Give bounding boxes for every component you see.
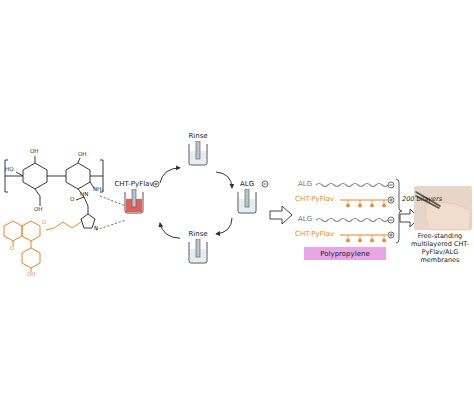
membrane-photo: [406, 184, 474, 232]
layer-label: ALG: [298, 216, 312, 223]
chitosan-structure: [5, 156, 103, 228]
atom-label: NH₂: [93, 187, 103, 193]
beaker-symbol: [185, 141, 211, 167]
beaker-symbol: [121, 189, 147, 215]
substrate-label: Polypropylene: [320, 250, 369, 258]
beaker-node: Rinse: [180, 230, 216, 274]
beaker-label: ALG: [240, 180, 254, 189]
beaker-symbol: [185, 239, 211, 265]
pendant-group: [346, 200, 385, 242]
guide-line: [100, 196, 126, 206]
atom-label: HN: [80, 192, 88, 198]
charge-sign: [388, 182, 394, 238]
layer-label: CHT-PyFlav: [295, 196, 334, 203]
atom-label: O: [70, 197, 74, 203]
layer-label: ALG: [298, 181, 312, 188]
atom-label: OH: [78, 152, 86, 158]
cycle-arrow: [216, 218, 232, 234]
cycle-arrow: [160, 168, 180, 183]
bilayer-count: 200 bilayers: [402, 196, 442, 203]
beaker-label: Rinse: [188, 230, 207, 239]
photo-caption: Free-standing multilayered CHT-PyFlav/AL…: [406, 232, 474, 264]
atom-label: HO: [5, 167, 13, 173]
atom-label: OH: [34, 207, 42, 213]
layer-label: CHT-PyFlav: [295, 231, 334, 238]
hollow-arrow: [270, 206, 292, 224]
atom-label: O: [42, 220, 46, 226]
bracket: [396, 179, 402, 243]
beaker-node: CHT-PyFlav: [108, 180, 160, 226]
cycle-arrow: [160, 223, 180, 238]
flavonoid-structure: [4, 221, 81, 272]
atom-label: OH: [27, 272, 35, 278]
beaker-label: Rinse: [188, 132, 207, 141]
atom-label: OH: [30, 149, 38, 155]
cycle-arrow: [216, 172, 232, 188]
beaker-symbol: [234, 189, 260, 215]
beaker-label: CHT-PyFlav: [114, 180, 153, 189]
beaker-node: Rinse: [180, 132, 216, 176]
atom-label: N: [94, 226, 98, 232]
beaker-node: ALG: [232, 180, 262, 226]
atom-label: O: [10, 246, 14, 252]
guide-line: [96, 220, 126, 230]
substrate-band: Polypropylene: [304, 247, 386, 260]
layer-stack: [316, 184, 388, 236]
